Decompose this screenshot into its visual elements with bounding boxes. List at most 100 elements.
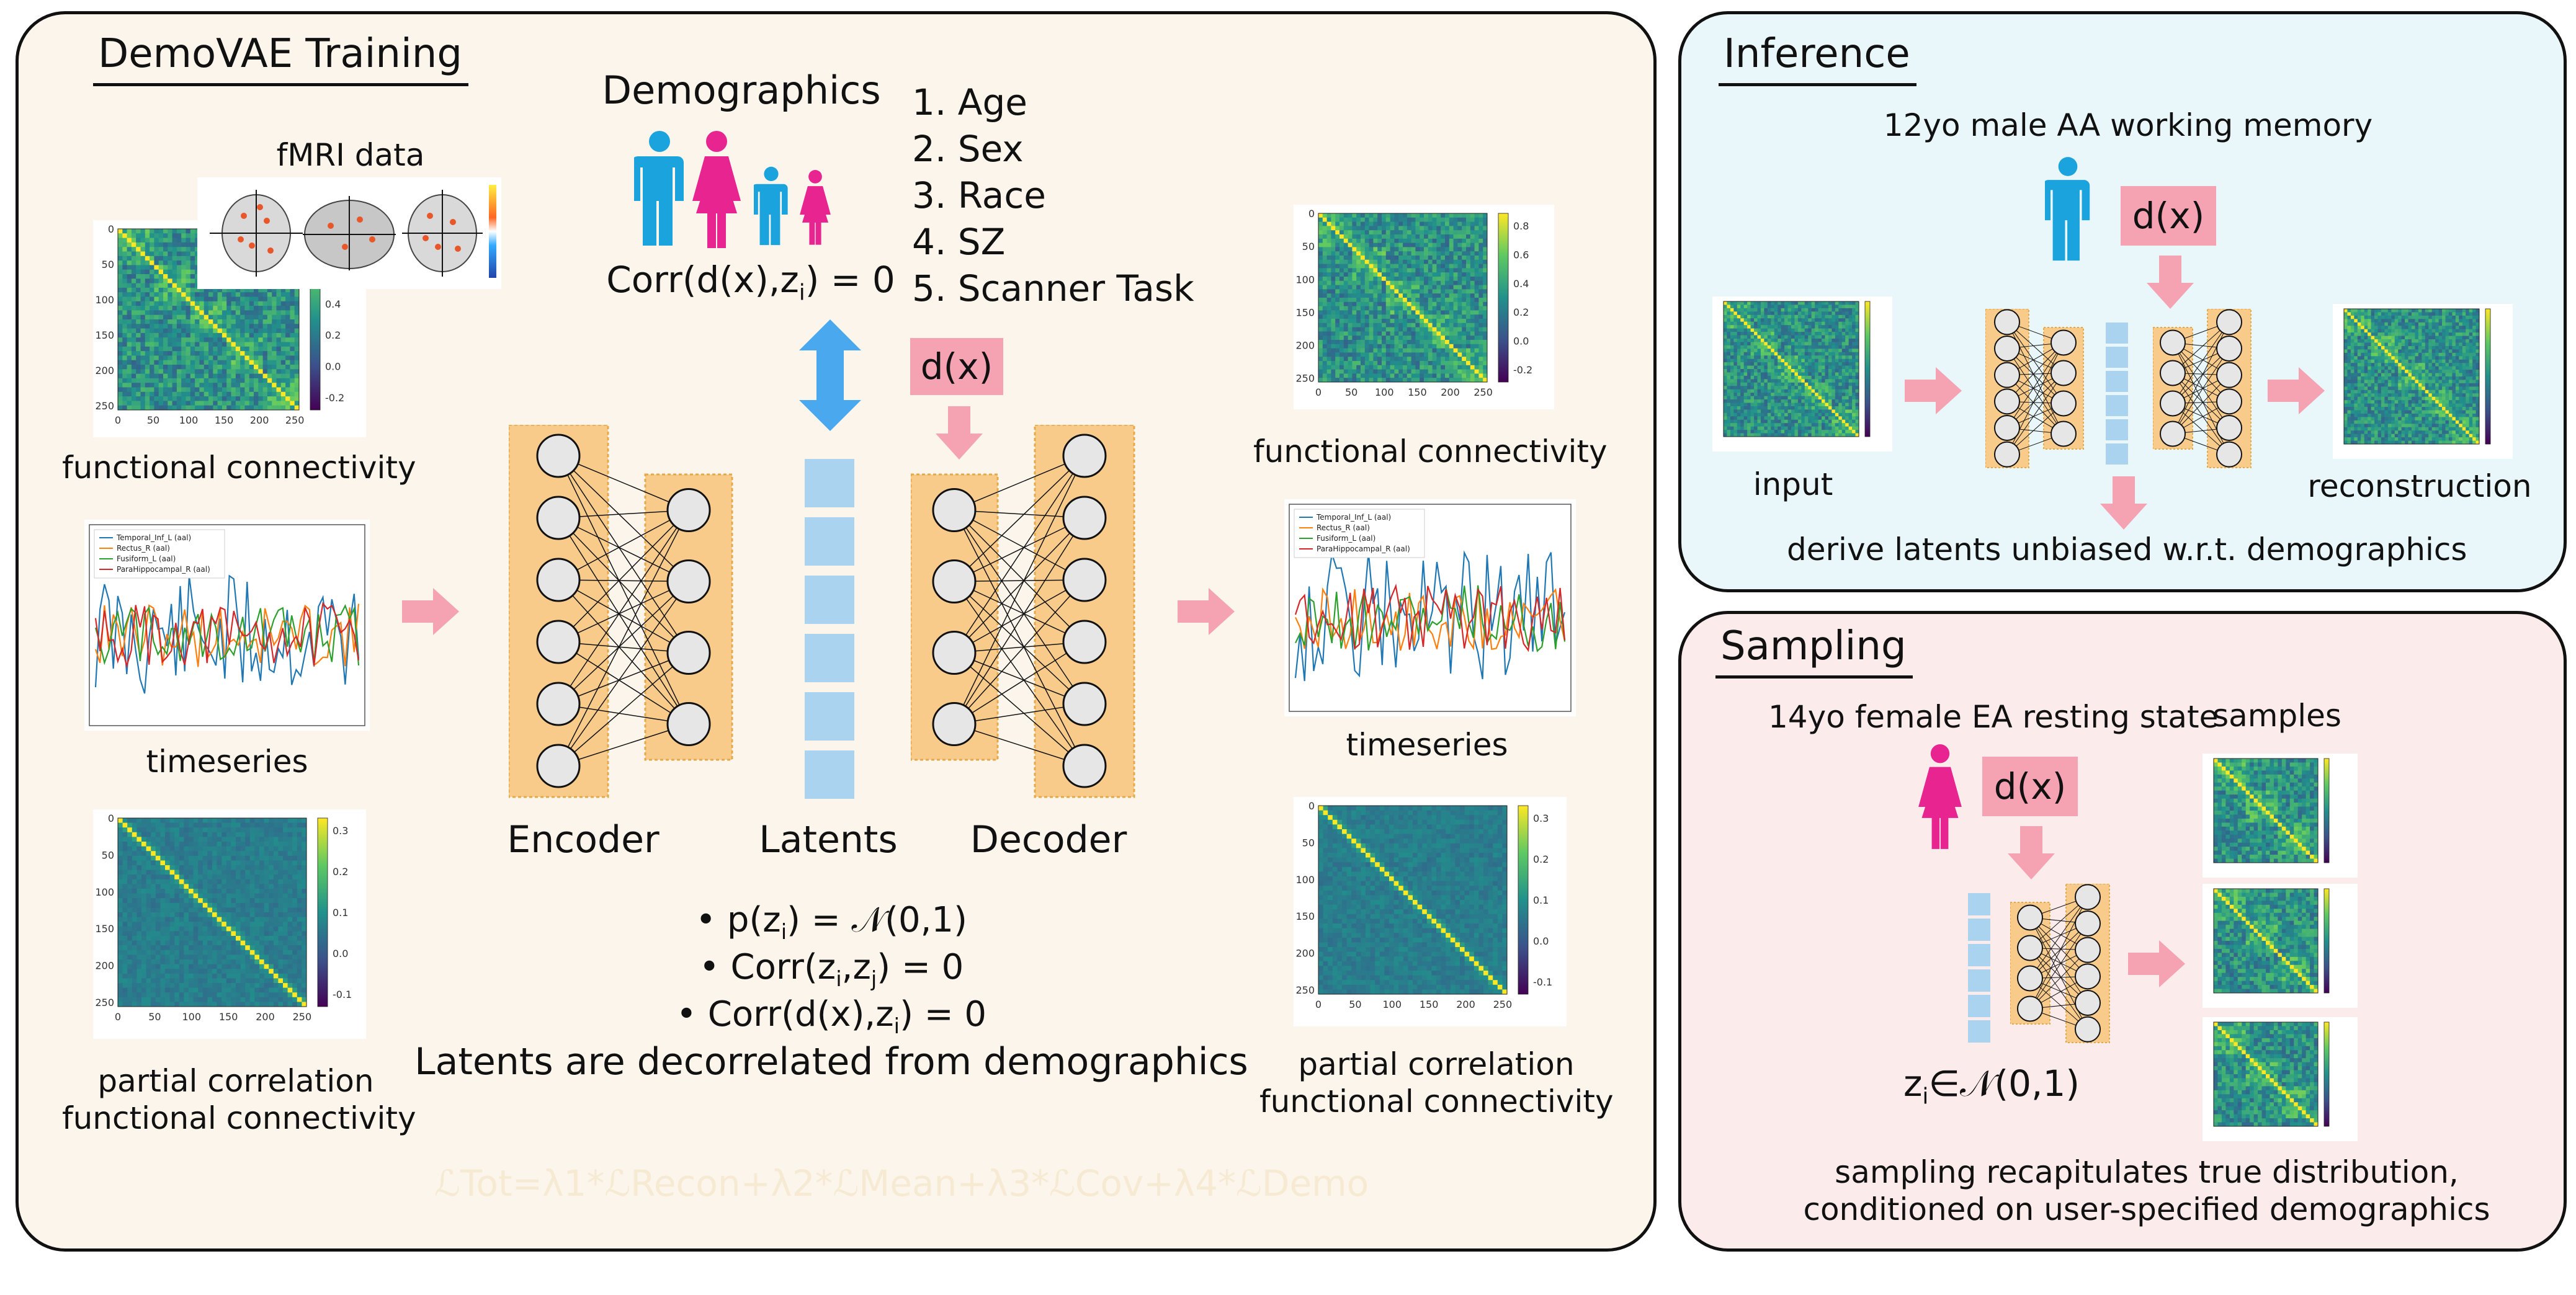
- nn-edge: [2172, 373, 2230, 429]
- female-person-icon: [800, 170, 831, 245]
- y-tick-label: 50: [1302, 241, 1315, 252]
- nn-edge: [954, 510, 1085, 705]
- colorbar-tick-label: 0.2: [325, 329, 341, 341]
- latent-unit: [2106, 323, 2128, 344]
- nn-node: [536, 558, 581, 602]
- sampling-title: Sampling: [1715, 623, 1913, 679]
- timeseries-line: [1294, 550, 1566, 682]
- x-tick-label: 200: [250, 414, 269, 426]
- nn-node: [536, 434, 581, 478]
- colorbar-tick-label: 0.0: [325, 361, 341, 373]
- encoder-label: Encoder: [507, 818, 660, 861]
- pc-heatmap-output: 0.30.20.10.0-0.1005050100100150150200200…: [1294, 797, 1567, 1026]
- heatmap-cells: [1318, 806, 1508, 995]
- x-tick-label: 0: [115, 414, 121, 426]
- nn-node: [1062, 620, 1107, 664]
- latent-unit: [1968, 944, 1990, 966]
- pc-label-input-2: functional connectivity: [62, 1100, 416, 1136]
- nn-node: [2051, 360, 2077, 386]
- nn-edge: [2006, 342, 2064, 402]
- inference-title: Inference: [1719, 31, 1916, 86]
- z-prior-label: zi∈𝒩(0,1): [1903, 1062, 2080, 1110]
- input-label: input: [1753, 466, 1833, 502]
- nn-edge: [2029, 950, 2088, 1009]
- nn-edge: [558, 723, 689, 767]
- x-tick-label: 200: [256, 1011, 275, 1023]
- fc-label-input: functional connectivity: [62, 450, 416, 486]
- y-tick-label: 250: [1295, 373, 1315, 385]
- nn-node: [1994, 415, 2020, 441]
- heatmap-cells: [2214, 1022, 2319, 1127]
- nn-node: [536, 682, 581, 726]
- x-tick-label: 200: [1456, 999, 1475, 1010]
- legend-entry: Fusiform_L (aal): [1317, 534, 1375, 543]
- y-tick-label: 150: [1295, 306, 1315, 318]
- nn-edge: [558, 509, 689, 643]
- colorbar-tick-label: 0.3: [1533, 812, 1549, 824]
- encoder-network: [509, 425, 733, 798]
- ts-label-input: timeseries: [146, 744, 308, 780]
- nn-node: [2017, 995, 2043, 1022]
- x-tick-label: 250: [293, 1011, 312, 1023]
- y-tick-label: 100: [95, 294, 114, 306]
- decoder-label: Decoder: [970, 818, 1127, 861]
- nn-layer: [509, 425, 609, 798]
- latent-vector: [805, 459, 854, 800]
- legend-entry: ParaHippocampal_R (aal): [117, 565, 210, 574]
- nn-edge: [2172, 342, 2230, 402]
- latent-unit: [2106, 419, 2128, 440]
- legend-box: [94, 529, 225, 579]
- colorbar-tick-label: 0.2: [1513, 306, 1529, 318]
- x-tick-label: 50: [1345, 386, 1357, 398]
- derive-latents-caption: derive latents unbiased w.r.t. demograph…: [1787, 532, 2467, 567]
- colorbar-tick-label: 0.6: [1513, 249, 1529, 260]
- inference-latent-vector: [2106, 323, 2131, 465]
- female-person-icon: [692, 131, 741, 248]
- nn-edge: [2029, 948, 2088, 1030]
- nn-edge: [954, 509, 1085, 643]
- latent-unit: [2106, 371, 2128, 392]
- nn-node: [2216, 362, 2242, 388]
- fc-heatmap-reconstruction: [2333, 304, 2513, 459]
- colorbar-tick-label: 0.2: [1533, 853, 1549, 865]
- x-tick-label: 100: [1382, 999, 1402, 1010]
- nn-node: [932, 559, 977, 603]
- ts-label-output: timeseries: [1346, 727, 1508, 763]
- nn-edge: [954, 509, 1085, 581]
- heatmap-cells: [2214, 759, 2319, 863]
- latent-unit: [1968, 893, 1990, 915]
- nn-edge: [2029, 948, 2088, 1004]
- y-tick-label: 250: [95, 997, 114, 1008]
- nn-node: [2160, 390, 2186, 417]
- latent-unit: [805, 750, 854, 799]
- nn-node: [2051, 329, 2077, 356]
- y-tick-label: 200: [1295, 948, 1315, 959]
- nn-edge: [2172, 342, 2230, 429]
- sampling-caption-2: conditioned on user-specified demographi…: [1803, 1191, 2490, 1227]
- nn-node: [2160, 360, 2186, 386]
- legend-entry: Temporal_Inf_L (aal): [116, 533, 191, 542]
- nn-edge: [558, 455, 689, 724]
- nn-node: [2017, 904, 2043, 931]
- nn-node: [2017, 935, 2043, 961]
- nn-edge: [2172, 322, 2230, 404]
- latent-unit: [805, 459, 854, 507]
- y-tick-label: 200: [1295, 340, 1315, 352]
- nn-edge: [954, 455, 1085, 724]
- nn-node: [1062, 682, 1107, 726]
- nn-node: [536, 620, 581, 664]
- male-person-icon: [754, 166, 788, 246]
- colorbar: [1518, 805, 1529, 995]
- bullet-corr-demographics: • Corr(d(x),zi) = 0: [676, 994, 987, 1039]
- colorbar: [1864, 301, 1871, 437]
- nn-node: [932, 488, 977, 532]
- male-person-icon: [2045, 157, 2090, 261]
- x-tick-label: 250: [1493, 999, 1513, 1010]
- heatmap-cells: [1318, 213, 1488, 383]
- nn-node: [666, 702, 711, 746]
- nn-node: [1062, 496, 1107, 540]
- sampling-caption-1: sampling recapitulates true distribution…: [1835, 1154, 2459, 1190]
- x-tick-label: 150: [1408, 386, 1427, 398]
- nn-edge: [558, 579, 689, 725]
- nn-edge: [954, 652, 1085, 705]
